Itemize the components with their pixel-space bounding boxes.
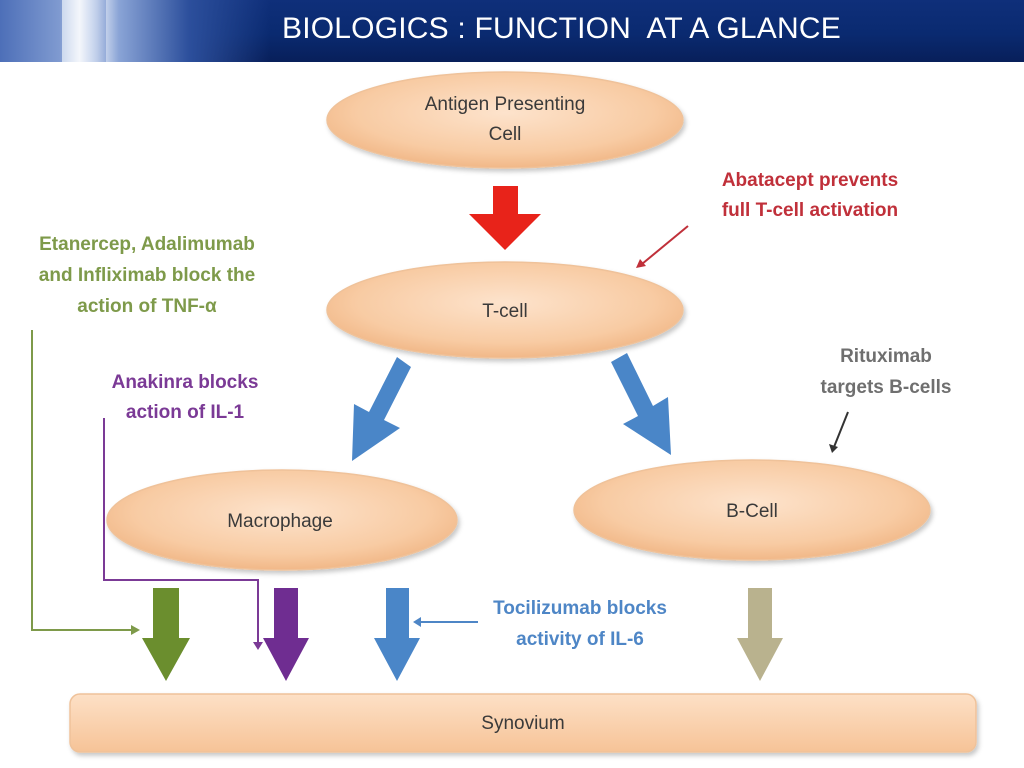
- blue-arrow-tcell-to-bcell: [611, 353, 671, 455]
- red-arrow-apc-to-tcell: [469, 186, 541, 250]
- note-abatacept: Abatacept prevents full T-cell activatio…: [722, 170, 898, 221]
- node-t-cell: T-cell: [326, 261, 684, 359]
- blue-arrow-tcell-to-macrophage: [352, 357, 411, 461]
- header-pillar-graphic: [62, 0, 106, 62]
- etanercept-line3: action of TNF-α: [77, 296, 217, 317]
- synovium-label: Synovium: [481, 713, 564, 734]
- khaki-arrow-to-synovium: [737, 588, 783, 681]
- note-anakinra: Anakinra blocks action of IL-1: [112, 372, 259, 423]
- slide-title: BIOLOGICS : FUNCTION AT A GLANCE: [282, 12, 841, 45]
- etanercept-line2: and Infliximab block the: [39, 265, 255, 286]
- etanercept-connector: [31, 330, 140, 635]
- green-arrow-to-synovium: [142, 588, 190, 681]
- note-tocilizumab: Tocilizumab blocks activity of IL-6: [493, 598, 667, 650]
- node-macrophage: Macrophage: [106, 469, 458, 571]
- t-cell-label: T-cell: [482, 301, 527, 322]
- abatacept-line1: Abatacept prevents: [722, 170, 898, 191]
- anakinra-line2: action of IL-1: [126, 402, 245, 423]
- blue-arrow-to-synovium: [374, 588, 420, 681]
- anakinra-connector: [103, 418, 263, 650]
- abatacept-line2: full T-cell activation: [722, 200, 898, 221]
- apc-label-line2: Cell: [489, 124, 522, 145]
- anakinra-line1: Anakinra blocks: [112, 372, 259, 393]
- node-antigen-presenting-cell: Antigen Presenting Cell: [326, 71, 684, 169]
- apc-label-line1: Antigen Presenting: [425, 94, 586, 115]
- rituximab-line2: targets B-cells: [821, 377, 952, 398]
- abatacept-connector: [636, 225, 689, 268]
- biologics-diagram: Antigen Presenting Cell T-cell Macrophag…: [31, 71, 977, 753]
- note-etanercept: Etanercep, Adalimumab and Infliximab blo…: [39, 234, 255, 317]
- tocilizumab-line2: activity of IL-6: [516, 629, 644, 650]
- header-decoration: [0, 0, 270, 62]
- rituximab-line1: Rituximab: [840, 346, 932, 367]
- tocilizumab-connector: [413, 617, 478, 627]
- etanercept-line1: Etanercep, Adalimumab: [39, 234, 255, 255]
- macrophage-label: Macrophage: [227, 511, 333, 532]
- node-b-cell: B-Cell: [573, 459, 931, 561]
- tocilizumab-line1: Tocilizumab blocks: [493, 598, 667, 619]
- node-synovium: Synovium: [69, 693, 977, 753]
- note-rituximab: Rituximab targets B-cells: [821, 346, 952, 398]
- b-cell-label: B-Cell: [726, 501, 778, 522]
- purple-arrow-to-synovium: [263, 588, 309, 681]
- rituximab-connector: [829, 411, 849, 453]
- header-bar: BIOLOGICS : FUNCTION AT A GLANCE: [0, 0, 1024, 62]
